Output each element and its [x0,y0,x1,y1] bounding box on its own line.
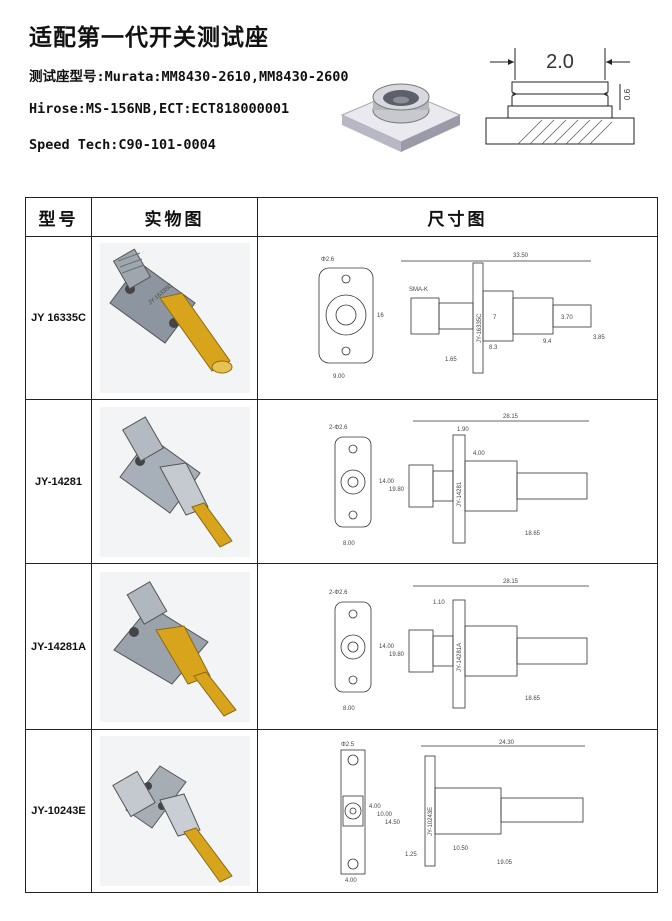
dim-c: 1.25 [405,852,417,858]
model-cell: JY-10243E [25,729,92,893]
dimension-drawing: 33.50 Φ2.6 9.00 16 SMA-K 8.3 9.4 1.65 3.… [257,236,658,400]
drawing-marking: JY-16335C [477,313,483,343]
product-photo: JY-16335C [91,236,258,400]
dim-h3: 14.50 [385,820,401,826]
width-dimension: 2.0 [546,51,574,73]
header-model: 型号 [25,197,92,237]
test-socket-render [340,83,462,152]
dim-w: 4.00 [345,878,357,884]
connector-photo [99,571,250,722]
table-header-row: 型号 实物图 尺寸图 [25,197,658,237]
connector-photo [99,406,250,557]
table-row: JY-14281 [25,399,658,564]
product-photo [91,729,258,893]
dim-w: 8.00 [343,541,355,547]
dim-b: 19.05 [497,860,513,866]
dim-c: 1.90 [457,427,469,433]
dimension-drawing: 28.15 2-Φ2.6 14.00 19.80 8.00 4.00 18.65… [257,399,658,564]
dim-overall: 33.50 [513,253,529,259]
table-row: JY-10243E [25,729,658,893]
dim-b: 9.4 [543,339,552,345]
header-drawing: 尺寸图 [257,197,658,237]
height-dimension: 0.6 [623,88,632,100]
header-photo: 实物图 [91,197,258,237]
dim-b: 18.65 [525,531,541,537]
model-cell: JY-14281A [25,563,92,730]
connector-photo: JY-16335C [99,243,250,393]
dim-height: 16 [377,313,384,319]
dim-h1: 4.00 [369,804,381,810]
dim-hole: Φ2.6 [321,257,335,263]
dim-d: 3.85 [593,335,605,341]
dim-h2: 19.80 [389,652,405,658]
dim-h1: 14.00 [379,644,395,650]
model-cell: JY 16335C [25,236,92,400]
spec-line-2: Hirose:MS-156NB,ECT:ECT818000001 [29,101,290,117]
dimension-drawing: 24.30 Φ2.5 4.00 10.00 14.50 4.00 10.50 1… [257,729,658,893]
dim-h2: 10.00 [377,812,393,818]
dim-a: 8.3 [489,345,498,351]
page-title: 适配第一代开关测试座 [29,25,269,51]
table-row: JY-14281A [25,563,658,730]
drawing-jy-10243e: 24.30 Φ2.5 4.00 10.00 14.50 4.00 10.50 1… [340,740,585,884]
dim-ref: SMA-K [409,287,428,293]
dim-hole: Φ2.5 [341,742,355,748]
dimension-drawing: 28.15 2-Φ2.6 14.00 19.80 8.00 1.10 18.65… [257,563,658,730]
dim-w: 8.00 [343,706,355,712]
dim-h2: 19.80 [389,487,405,493]
dim-overall: 24.30 [499,740,515,746]
drawing-marking: JY-14281A [457,642,463,671]
drawing-jy-14281a: 28.15 2-Φ2.6 14.00 19.80 8.00 1.10 18.65… [329,579,589,712]
socket-dimension-drawing: 2.0 0.6 [485,48,635,145]
drawing-jy-16335c: 33.50 Φ2.6 9.00 16 SMA-K 8.3 9.4 1.65 3.… [318,253,605,380]
dim-a: 4.00 [473,451,485,457]
drawing-marking: JY-14281 [457,481,463,507]
dim-c: 1.65 [445,357,457,363]
dim-overall: 28.15 [503,414,519,420]
dim-h1: 14.00 [379,479,395,485]
spec-line-3: Speed Tech:C90-101-0004 [29,137,216,153]
connector-photo [99,736,250,886]
spec-table: 型号 实物图 尺寸图 JY 16335C JY-16335C [25,197,658,893]
dim-a: 10.50 [453,846,469,852]
drawing-jy-14281: 28.15 2-Φ2.6 14.00 19.80 8.00 4.00 18.65… [329,414,589,547]
drawing-marking: JY-10243E [428,807,434,836]
dim-a: 1.10 [433,600,445,606]
dim-body: 9.00 [333,374,345,380]
product-photo [91,399,258,564]
model-cell: JY-14281 [25,399,92,564]
dim-f: 7 [493,315,497,321]
product-photo [91,563,258,730]
dim-hole: 2-Φ2.6 [329,590,348,596]
table-row: JY 16335C JY-16335C [25,236,658,400]
spec-line-1: 测试座型号:Murata:MM8430-2610,MM8430-2600 [29,69,349,85]
dim-overall: 28.15 [503,579,519,585]
dim-hole: 2-Φ2.6 [329,425,348,431]
dim-e: 3.70 [561,315,573,321]
dim-b: 18.65 [525,696,541,702]
